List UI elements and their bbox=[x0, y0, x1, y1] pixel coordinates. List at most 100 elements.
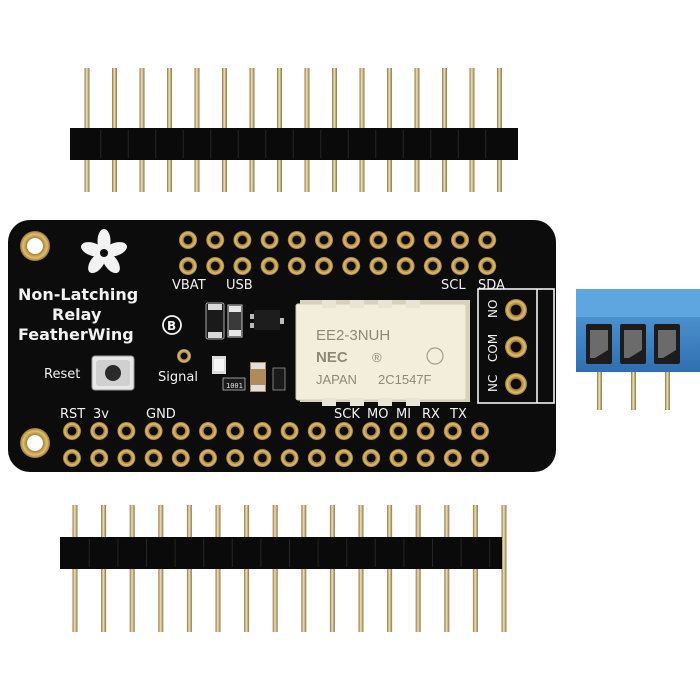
header-pad bbox=[260, 231, 279, 249]
header-pads bbox=[63, 231, 497, 467]
terminal-pad-nc bbox=[505, 373, 527, 395]
relay-cert-icon bbox=[426, 347, 444, 365]
header-pad bbox=[423, 257, 442, 275]
header-pad bbox=[117, 449, 136, 467]
terminal-pad-no bbox=[505, 299, 527, 321]
flower-petal bbox=[102, 252, 120, 274]
relay-lot: 2C1547F bbox=[378, 372, 432, 387]
terminal-pad-com bbox=[505, 336, 527, 358]
header-pad bbox=[335, 449, 353, 467]
label-usb: USB bbox=[226, 278, 253, 293]
header-pad bbox=[144, 449, 163, 467]
label-reset: Reset bbox=[44, 367, 80, 382]
header-pad bbox=[416, 422, 435, 440]
header-pad bbox=[253, 449, 272, 467]
adafruit-flower-logo bbox=[80, 229, 128, 274]
flower-petal bbox=[88, 252, 106, 274]
header-pad bbox=[280, 449, 299, 467]
flower-petal bbox=[80, 242, 105, 257]
header-pad bbox=[307, 449, 326, 467]
header-pad bbox=[260, 257, 279, 275]
header-pad bbox=[179, 257, 197, 275]
header-pad bbox=[90, 422, 109, 440]
header-pad bbox=[335, 422, 353, 440]
label-rx: RX bbox=[422, 407, 440, 422]
reset-button[interactable] bbox=[91, 355, 135, 391]
header-pad bbox=[90, 449, 109, 467]
header-pad bbox=[226, 422, 245, 440]
header-pad bbox=[315, 257, 333, 275]
header-pin bbox=[501, 505, 507, 632]
header-pad bbox=[226, 449, 245, 467]
smd-components: 1001 bbox=[205, 302, 286, 392]
relay-model: EE2-3NUH bbox=[316, 327, 390, 344]
header-pad bbox=[233, 257, 252, 275]
terminal-clamp bbox=[590, 330, 608, 358]
relay-pins bbox=[322, 300, 420, 406]
relay-featherwing-board: Non-Latching Relay FeatherWing B VBAT US… bbox=[8, 220, 556, 472]
oshw-mark-circle bbox=[162, 315, 182, 335]
flower-petal bbox=[103, 242, 128, 257]
label-signal: Signal bbox=[158, 370, 198, 385]
header-pad bbox=[199, 422, 217, 440]
label-rst: RST bbox=[60, 407, 85, 422]
header-pad bbox=[199, 449, 217, 467]
label-sck: SCK bbox=[334, 407, 360, 422]
header-pad bbox=[478, 231, 497, 249]
header-pad bbox=[315, 231, 333, 249]
reset-button-cap[interactable] bbox=[105, 365, 121, 381]
board-title-line3: FeatherWing bbox=[18, 325, 134, 344]
board-title-line2: Relay bbox=[52, 305, 102, 324]
header-pad bbox=[423, 231, 442, 249]
oshw-mark: B bbox=[167, 319, 176, 333]
header-pad bbox=[63, 422, 81, 440]
header-pad bbox=[362, 422, 381, 440]
header-pad bbox=[63, 449, 81, 467]
relay-cert-mark: ® bbox=[372, 350, 382, 365]
header-pad bbox=[471, 422, 489, 440]
label-gnd: GND bbox=[146, 407, 176, 422]
label-tx: TX bbox=[449, 407, 467, 422]
header-pad bbox=[471, 449, 489, 467]
label-nc: NC bbox=[486, 375, 500, 392]
header-pad bbox=[253, 422, 272, 440]
board-title-line1: Non-Latching bbox=[18, 285, 138, 304]
header-pad bbox=[443, 422, 462, 440]
relay-brand: NEC bbox=[316, 349, 348, 366]
header-pad bbox=[144, 422, 163, 440]
mounting-hole-center bbox=[27, 435, 43, 451]
header-pad bbox=[396, 231, 415, 249]
mounting-hole-center bbox=[27, 238, 43, 254]
header-pad bbox=[342, 257, 361, 275]
header-pad bbox=[171, 422, 190, 440]
header-plastic-strip bbox=[70, 128, 518, 160]
header-pad bbox=[206, 257, 225, 275]
header-pad bbox=[171, 449, 190, 467]
label-mi: MI bbox=[396, 407, 411, 422]
flower-center bbox=[100, 249, 108, 257]
resistor-code: 1001 bbox=[226, 382, 243, 390]
label-vbat: VBAT bbox=[172, 278, 206, 293]
header-pad bbox=[451, 231, 469, 249]
header-pad bbox=[362, 449, 381, 467]
label-scl: SCL bbox=[441, 278, 466, 293]
terminal-block-legs bbox=[597, 360, 670, 410]
top-pin-header bbox=[70, 68, 518, 192]
relay-module: EE2-3NUH NEC ® JAPAN 2C1547F bbox=[295, 300, 470, 406]
header-pad bbox=[179, 231, 197, 249]
header-pad bbox=[117, 422, 136, 440]
header-pad bbox=[389, 449, 408, 467]
label-com: COM bbox=[486, 334, 500, 362]
label-mo: MO bbox=[367, 407, 388, 422]
header-pad bbox=[369, 231, 388, 249]
pcb-body bbox=[8, 220, 556, 472]
label-3v: 3v bbox=[93, 407, 109, 422]
header-pad bbox=[287, 231, 306, 249]
screw-terminal-block bbox=[576, 289, 700, 410]
header-pad bbox=[396, 257, 415, 275]
header-pad bbox=[206, 231, 225, 249]
header-pad bbox=[280, 422, 299, 440]
header-pad bbox=[287, 257, 306, 275]
signal-pad bbox=[177, 349, 191, 363]
